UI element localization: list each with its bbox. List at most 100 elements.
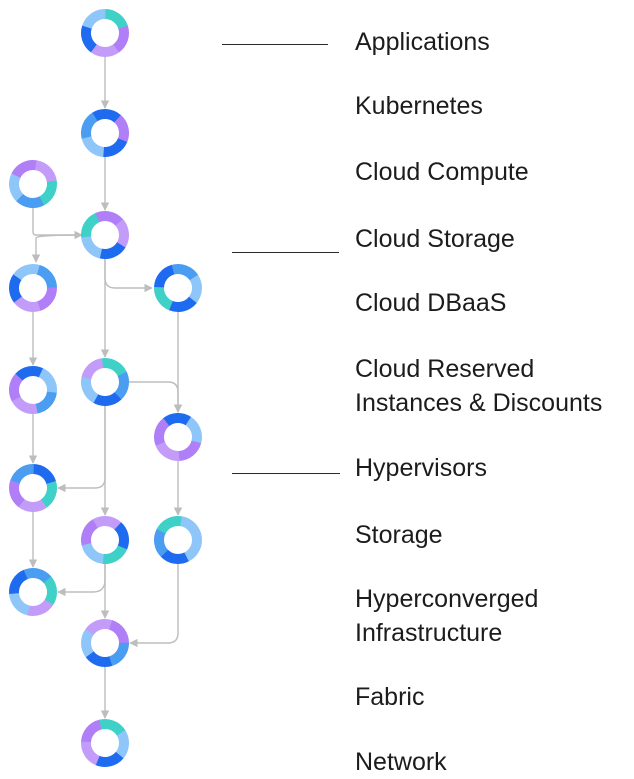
ring-segment [113,521,129,550]
label-hci: Hyperconverged Infrastructure [355,582,538,650]
ring-segment [93,391,122,406]
ring-segment [178,440,202,461]
ring-node-15 [81,719,129,767]
ring-segment [81,542,105,564]
ring-segment [99,241,126,259]
ring-segment [35,391,57,414]
label-cloud-reserved: Cloud Reserved Instances & Discounts [355,352,602,420]
ring-segment [82,9,106,30]
ring-segment [9,592,31,616]
ring-segment [154,286,174,311]
connector-3 [32,208,83,240]
ring-segment [11,160,37,179]
ring-segment [15,366,44,381]
ring-segment [38,368,57,394]
label-cloud-dbaas: Cloud DBaaS [355,289,507,317]
ring-node-11 [81,516,129,564]
ring-segment [13,295,42,312]
ring-segment [85,650,113,667]
ring-segment [37,287,57,311]
ring-node-4 [81,211,129,259]
ring-segment [81,377,99,404]
ring-segment [188,274,202,304]
ring-segment [92,109,121,123]
ring-segment [27,598,54,616]
ring-segment [38,179,57,206]
label-hci-line2: Infrastructure [355,619,503,647]
ring-segment [115,730,129,759]
ring-segment [169,296,197,312]
label-applications: Applications [355,28,490,56]
ring-node-7 [9,366,57,414]
label-kubernetes: Kubernetes [355,92,483,120]
ring-node-2 [81,109,129,157]
rule-cloud-storage [232,252,339,253]
ring-segment [81,135,105,157]
connector-4 [31,234,83,263]
ring-segment [81,25,98,53]
connector-lines [28,56,183,719]
ring-segment [9,569,29,594]
ring-segment [156,516,183,534]
label-cloud-reserved-line2: Instances & Discounts [355,389,603,417]
ring-segment [154,418,170,446]
ring-segment [112,25,129,53]
ring-node-12 [154,516,202,564]
ring-segment [11,396,38,414]
connector-17 [129,564,179,648]
connector-11 [57,406,106,493]
ring-segment [81,112,99,139]
label-hci-line1: Hyperconverged [355,585,539,613]
ring-segment [9,479,25,508]
ring-node-14 [81,619,130,667]
ring-segment [18,498,47,512]
label-cloud-compute: Cloud Compute [355,158,529,186]
ring-segment [81,212,101,238]
ring-segment [23,568,52,584]
ring-segment [185,416,202,444]
label-fabric: Fabric [355,683,425,711]
ring-segment [92,516,122,530]
label-cloud-storage: Cloud Storage [355,225,515,253]
label-storage: Storage [355,521,443,549]
ring-node-10 [9,464,57,512]
connector-15 [57,564,106,597]
ring-segment [115,219,129,248]
ring-segment [95,751,124,767]
ring-node-3 [9,160,57,208]
ring-segment [108,620,130,644]
ring-segment [95,211,124,227]
ring-segment [13,264,41,281]
ring-segment [102,545,128,564]
rule-applications [222,44,328,45]
ring-segment [15,193,45,208]
ring-segment [179,516,202,539]
label-network: Network [355,748,447,776]
ring-segment [81,741,101,766]
ring-segment [154,264,175,288]
ring-segment [108,642,130,666]
rule-hypervisors [232,473,340,474]
ring-segment [155,441,180,461]
ring-segment [102,137,128,157]
ring-segment [9,274,23,303]
ring-segment [36,264,57,289]
ring-node-1 [81,9,129,57]
ring-segment [90,43,120,57]
ring-segment [40,480,57,508]
ring-segment [9,172,24,202]
ring-segment [81,358,104,380]
ring-segment [104,9,128,30]
ring-segment [10,464,34,484]
ring-segment [171,264,199,281]
ring-segment [183,536,202,562]
ring-segment [162,413,192,427]
label-cloud-reserved-line1: Cloud Reserved [355,355,535,383]
ring-segment [81,628,95,658]
ring-nodes [9,9,202,767]
ring-segment [81,519,99,546]
ring-segment [113,114,129,143]
ring-segment [81,719,103,743]
ring-segment [160,549,189,564]
